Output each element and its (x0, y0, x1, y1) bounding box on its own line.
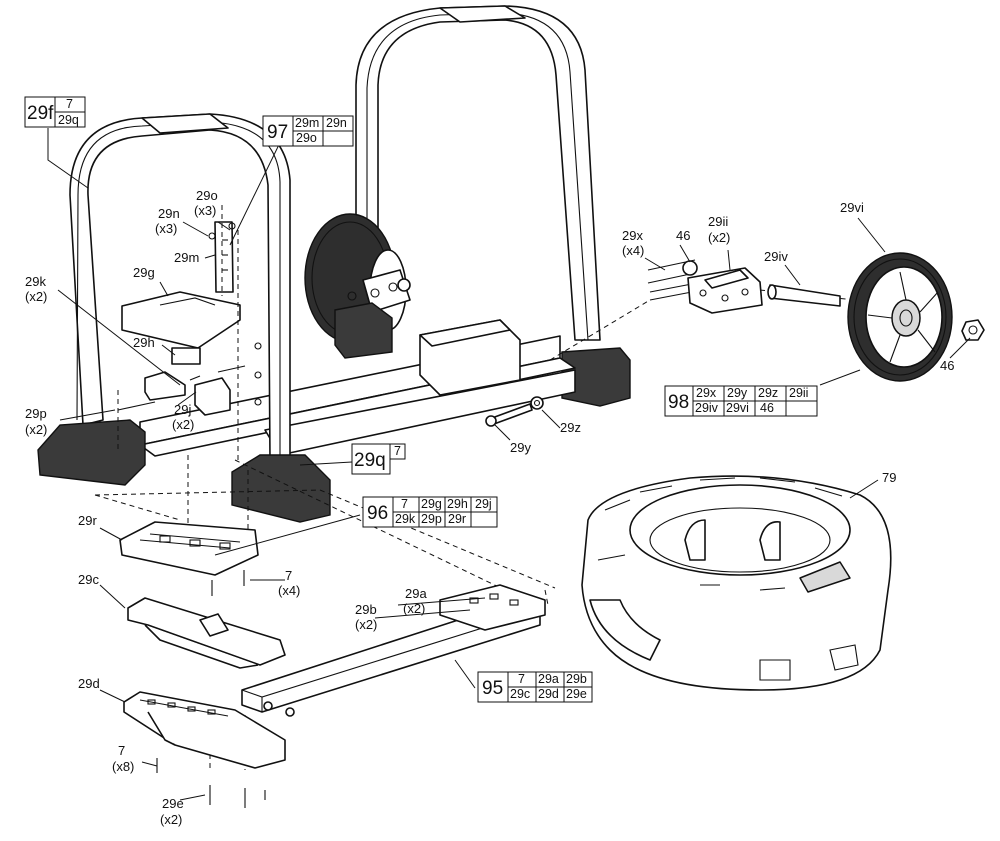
label-29h: 29h (133, 335, 155, 350)
kit-98-cell-4: 29ii (789, 386, 808, 400)
kit-96: 96 7 29g 29h 29j 29k 29p 29r (362, 496, 498, 528)
label-29n: 29n (158, 206, 180, 221)
label-29k-qty: (x2) (25, 289, 47, 304)
label-29x: 29x (622, 228, 643, 243)
label-7a-qty: (x4) (278, 583, 300, 598)
label-29iv: 29iv (764, 249, 788, 264)
label-29n-qty: (x3) (155, 221, 177, 236)
label-29r: 29r (78, 513, 97, 528)
label-29k: 29k (25, 274, 46, 289)
axle-hardware (647, 259, 841, 314)
kit-29f-cell-2: 29q (58, 113, 79, 127)
label-46a: 46 (676, 228, 690, 243)
rear-axle-bracket (347, 269, 411, 313)
label-29p-qty: (x2) (25, 422, 47, 437)
label-46b: 46 (940, 358, 954, 373)
label-29e: 29e (162, 796, 184, 811)
label-7a: 7 (285, 568, 292, 583)
kit-29f: 29f 7 29q (24, 96, 86, 128)
kit-96-cell-3: 29h (447, 497, 468, 511)
kit-95: 95 7 29a 29b 29c 29d 29e (477, 671, 593, 703)
kit-29q: 29q 7 (351, 443, 406, 475)
label-29a-qty: (x2) (403, 601, 425, 616)
base-plate-29r (119, 521, 259, 596)
kit-95-cell-3: 29b (566, 672, 587, 686)
kit-95-cell-1: 7 (518, 672, 525, 686)
leader-lines (47, 117, 971, 801)
kit-98-cell-2: 29y (727, 386, 748, 400)
label-79: 79 (882, 470, 896, 485)
kit-97-cell-2: 29n (326, 116, 347, 130)
label-29e-qty: (x2) (160, 812, 182, 827)
kit-95-cell-5: 29d (538, 687, 559, 701)
label-29vi: 29vi (840, 200, 864, 215)
kit-97-main: 97 (267, 122, 288, 143)
bolt-29y-washer-29z (485, 396, 544, 427)
label-29m: 29m (174, 250, 199, 265)
label-29c: 29c (78, 572, 99, 587)
label-29ii-qty: (x2) (708, 230, 730, 245)
kit-29f-cell-1: 7 (66, 97, 73, 111)
kit-95-cell-2: 29a (538, 672, 559, 686)
kit-95-cell-6: 29e (566, 687, 587, 701)
kit-97-cell-1: 29m (295, 116, 319, 130)
label-29g: 29g (133, 265, 155, 280)
kit-98-cell-7: 46 (760, 401, 774, 415)
kit-95-cell-4: 29c (510, 687, 530, 701)
kit-98-cell-1: 29x (696, 386, 717, 400)
handle-29c (127, 597, 286, 669)
label-29a: 29a (405, 586, 427, 601)
kit-97-cell-3: 29o (296, 131, 317, 145)
kit-96-cell-7: 29r (448, 512, 466, 526)
tire-tray-79 (581, 475, 892, 691)
label-29o: 29o (196, 188, 218, 203)
kit-96-cell-6: 29p (421, 512, 442, 526)
wheel-29vi (847, 252, 985, 382)
label-29j: 29j (174, 402, 191, 417)
kit-98-main: 98 (668, 392, 689, 413)
label-29p: 29p (25, 406, 47, 421)
label-29d: 29d (78, 676, 100, 691)
label-29j-qty: (x2) (172, 417, 194, 432)
label-29b: 29b (355, 602, 377, 617)
kit-97: 97 29m 29n 29o (262, 115, 354, 147)
rear-handle-frame (355, 5, 601, 341)
base-rails (139, 319, 576, 457)
front-feet (37, 419, 331, 523)
kit-98-cell-3: 29z (758, 386, 778, 400)
label-29z: 29z (560, 420, 581, 435)
kit-95-main: 95 (482, 678, 503, 699)
kit-29f-main: 29f (27, 103, 54, 124)
label-29x-qty: (x4) (622, 243, 644, 258)
handle-hardware (117, 221, 246, 416)
kit-98: 98 29x 29y 29z 29ii 29iv 29vi 46 (664, 385, 818, 417)
label-29ii: 29ii (708, 214, 728, 229)
kit-98-cell-5: 29iv (695, 401, 719, 415)
front-handle-frame (69, 113, 291, 461)
kit-98-cell-6: 29vi (726, 401, 749, 415)
label-29o-qty: (x3) (194, 203, 216, 218)
kit-96-cell-5: 29k (395, 512, 416, 526)
kit-96-main: 96 (367, 503, 388, 524)
rear-feet (334, 302, 631, 407)
kit-96-cell-2: 29g (421, 497, 442, 511)
kit-29q-main: 29q (354, 450, 386, 471)
kit-96-cell-4: 29j (475, 497, 492, 511)
rails-29a-29b (241, 584, 546, 717)
part-labels: 29o (x3) 29n (x3) 29m 29g 29k (x2) 29h 2… (25, 188, 954, 827)
label-29y: 29y (510, 440, 531, 455)
label-29b-qty: (x2) (355, 617, 377, 632)
kit-29q-cell-1: 7 (394, 444, 401, 458)
kit-96-cell-1: 7 (401, 497, 408, 511)
handle-29d (123, 691, 286, 808)
label-7b-qty: (x8) (112, 759, 134, 774)
label-7b: 7 (118, 743, 125, 758)
